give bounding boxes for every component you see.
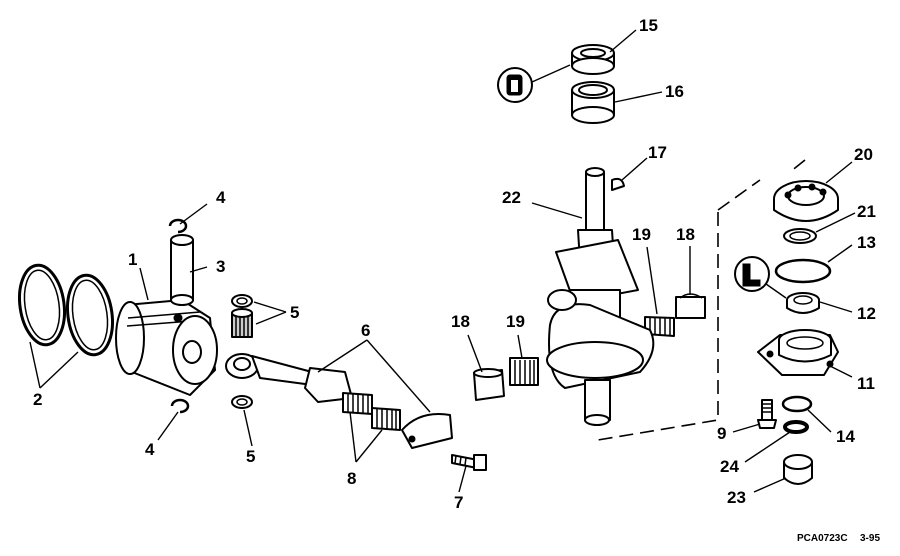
drawing-date: 3-95 [860,533,880,544]
callout-11: 11 [857,374,875,393]
callout-19-lower: 19 [506,312,525,331]
crankcase-cap [783,454,813,485]
callout-6: 6 [361,321,370,340]
callout-5-lower: 5 [246,447,255,466]
callout-9: 9 [717,424,726,443]
callout-14: 14 [836,427,855,446]
main-bearing-halves-upper [644,293,706,337]
piston-rings [18,263,114,357]
piston-pin [170,234,194,306]
callout-24: 24 [720,457,739,476]
housing-o-ring [781,395,813,413]
lower-seal [786,292,820,314]
bearing-retaining-ring [783,228,817,244]
callout-16: 16 [665,82,684,101]
callout-1: 1 [128,250,137,269]
callout-2: 2 [33,390,42,409]
callout-19-upper: 19 [632,225,651,244]
drive-shaft-seal [783,420,809,434]
drawing-reference: PCA0723C 3-95 [797,533,880,544]
rod-cap [401,413,453,449]
callout-7: 7 [454,493,463,512]
crankshaft [546,167,655,426]
callout-12: 12 [857,304,876,323]
woodruff-key [611,177,625,191]
callout-8: 8 [347,469,356,488]
upper-needle-bearing [571,81,615,124]
bearing-housing [757,329,839,376]
ball-bearing [773,180,839,222]
leader-lines [29,29,856,493]
rod-bolt [451,454,487,471]
callout-3: 3 [216,257,225,276]
main-bearing-halves-lower [473,357,539,401]
o-ring [774,258,832,284]
callout-22: 22 [502,188,521,207]
callout-20: 20 [854,145,873,164]
callout-labels: 1 2 3 4 4 5 5 6 7 8 9 11 12 13 14 15 16 … [33,16,876,512]
callout-4-lower: 4 [145,440,155,459]
lubricant-icon [734,256,787,299]
connecting-rod [225,353,353,403]
callout-5-upper: 5 [290,303,299,322]
drawing-code: PCA0723C [797,533,848,544]
callout-18-upper: 18 [676,225,695,244]
housing-screw [757,399,777,429]
callout-15: 15 [639,16,658,35]
callout-18-lower: 18 [451,312,470,331]
assembly-lines [597,159,806,441]
crankcase-seal [571,44,615,75]
piston [115,299,218,396]
callout-4-upper: 4 [216,188,226,207]
callout-23: 23 [727,488,746,507]
needle-bearings [231,294,253,409]
sealer-icon [497,64,571,103]
rod-bearing-halves [342,392,401,431]
callout-17: 17 [648,143,667,162]
callout-13: 13 [857,233,876,252]
callout-21: 21 [857,202,876,221]
